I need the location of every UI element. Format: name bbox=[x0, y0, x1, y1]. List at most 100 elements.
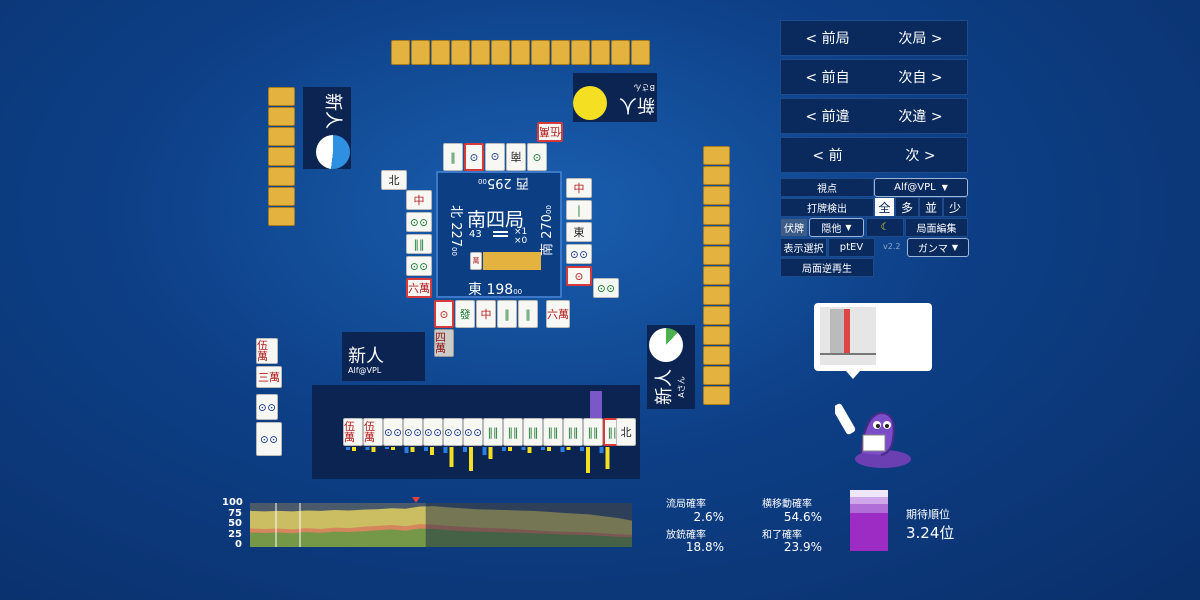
discard-tile: ⊙ bbox=[527, 143, 547, 171]
meld-column-left: 伍萬 三萬 ⊙⊙ ⊙⊙ bbox=[256, 338, 282, 456]
next-button[interactable]: 次 > bbox=[905, 148, 936, 164]
hand-panel: 伍萬伍萬⊙⊙⊙⊙⊙⊙⊙⊙⊙⊙‖‖‖‖‖‖‖‖‖‖‖‖‖‖ 北 bbox=[312, 385, 640, 479]
wall-tile bbox=[703, 146, 730, 165]
top-wall bbox=[391, 40, 651, 65]
deal-nav: < 前違 次違 > bbox=[780, 98, 968, 134]
hand-timer-top-icon bbox=[573, 86, 607, 120]
meld-tile: ⊙⊙ bbox=[256, 394, 278, 420]
mode-all-button[interactable]: 全 bbox=[874, 197, 895, 217]
chart-series-area bbox=[250, 528, 632, 547]
replay-button[interactable]: 局面逆再生 bbox=[780, 258, 874, 277]
hand-tile[interactable]: ‖‖ bbox=[503, 418, 523, 446]
discard-tile-left: 北 bbox=[381, 170, 407, 190]
ryukyoku-value: 2.6% bbox=[693, 510, 725, 524]
eval-bar-blue bbox=[580, 447, 584, 451]
player-name-top: 新人 bbox=[619, 94, 655, 115]
player-name-left: 新人 bbox=[322, 93, 343, 129]
wall-tile bbox=[551, 40, 570, 65]
prev-deal-button[interactable]: < 前違 bbox=[805, 109, 850, 125]
wall-tile bbox=[268, 87, 295, 106]
wall-tile bbox=[631, 40, 650, 65]
wall-tile bbox=[703, 346, 730, 365]
wall-tile bbox=[703, 386, 730, 405]
probability-chart bbox=[250, 503, 632, 547]
prev-button[interactable]: < 前 bbox=[812, 148, 843, 164]
self-nav: < 前自 次自 > bbox=[780, 59, 968, 95]
player-name-bottom: 新人 bbox=[348, 346, 384, 367]
hand-tile[interactable]: ⊙⊙ bbox=[423, 418, 443, 446]
eval-bar-blue bbox=[365, 447, 370, 450]
eval-bar-blue bbox=[463, 447, 467, 452]
hand-tile[interactable]: 伍萬 bbox=[343, 418, 363, 446]
mode-normal-button[interactable]: 並 bbox=[919, 197, 943, 217]
hand-tile[interactable]: ⊙⊙ bbox=[403, 418, 423, 446]
player-tag-top: 新人 Bさん bbox=[573, 73, 657, 122]
ptev-button[interactable]: ptEV bbox=[828, 238, 875, 257]
eval-bar-blue bbox=[541, 447, 545, 450]
selected-tile-marker bbox=[590, 391, 602, 418]
hand-tile[interactable]: ‖‖ bbox=[543, 418, 563, 446]
chart-future-shade bbox=[425, 503, 632, 547]
hand-tile[interactable]: 伍萬 bbox=[363, 418, 383, 446]
player-tag-left: 新人 bbox=[303, 87, 351, 169]
moon-icon: ☾ bbox=[880, 222, 890, 233]
eval-bar-blue bbox=[521, 447, 526, 450]
yokoido-label: 横移動確率 bbox=[762, 499, 812, 510]
discard-tile: ‖ bbox=[443, 143, 463, 171]
viewpoint-select[interactable]: Alf@VPL ▼ bbox=[874, 178, 968, 197]
eval-bar-yellow bbox=[527, 447, 532, 453]
hand-tile[interactable]: ‖‖ bbox=[583, 418, 603, 446]
discard-tile: 發 bbox=[455, 300, 475, 328]
eval-bar-blue bbox=[502, 447, 506, 451]
hand-tile[interactable]: ‖‖ bbox=[523, 418, 543, 446]
player-account-right: Aさん bbox=[677, 376, 686, 398]
score-left: 227 bbox=[447, 222, 463, 248]
mode-few-button[interactable]: 少 bbox=[943, 197, 967, 217]
hand-tile[interactable]: ‖‖ bbox=[483, 418, 503, 446]
expected-rank-label: 期待順位 bbox=[906, 508, 950, 521]
hidden-tiles-select[interactable]: 隠他 ▼ bbox=[809, 218, 864, 237]
edit-board-button[interactable]: 局面編集 bbox=[905, 218, 968, 237]
prev-self-button[interactable]: < 前自 bbox=[805, 70, 850, 86]
houju-label: 放銃確率 bbox=[666, 530, 706, 541]
discard-tile: 中 bbox=[406, 190, 432, 210]
eval-bar-yellow bbox=[449, 447, 454, 467]
hand-tile[interactable]: ⊙⊙ bbox=[463, 418, 483, 446]
hand-tile[interactable]: ⊙⊙ bbox=[443, 418, 463, 446]
next-deal-button[interactable]: 次違 > bbox=[898, 109, 943, 125]
hand-timer-right-icon bbox=[649, 328, 683, 362]
counter-1: ×1 bbox=[514, 227, 528, 237]
eval-bar-yellow bbox=[508, 447, 512, 451]
chart-marker-icon bbox=[412, 497, 420, 503]
rank-segment-1 bbox=[850, 490, 888, 497]
wall-tile bbox=[268, 207, 295, 226]
hand-tiles: 伍萬伍萬⊙⊙⊙⊙⊙⊙⊙⊙⊙⊙‖‖‖‖‖‖‖‖‖‖‖‖‖‖ bbox=[343, 418, 623, 446]
wall-tile bbox=[703, 266, 730, 285]
houju-value: 18.8% bbox=[685, 540, 724, 554]
gamma-select[interactable]: ガンマ ▼ bbox=[907, 238, 969, 257]
discard-tile: ‖‖ bbox=[406, 234, 432, 254]
discard-tile-bottom-extra: 四萬 bbox=[434, 329, 454, 357]
eval-bar-blue bbox=[385, 447, 389, 449]
mode-many-button[interactable]: 多 bbox=[895, 197, 919, 217]
dark-mode-toggle[interactable]: ☾ bbox=[866, 218, 904, 237]
agari-label: 和了確率 bbox=[762, 530, 802, 541]
discard-tile: 東 bbox=[566, 222, 592, 242]
wall-tile bbox=[268, 107, 295, 126]
hand-tile[interactable]: ⊙⊙ bbox=[383, 418, 403, 446]
counter-2: ×0 bbox=[514, 236, 528, 246]
discard-tile: 六萬 bbox=[406, 278, 432, 298]
discard-tile: ⊙⊙ bbox=[406, 256, 432, 276]
discard-tile: 中 bbox=[566, 178, 592, 198]
hand-tile[interactable]: ‖‖ bbox=[563, 418, 583, 446]
discard-tile: ⊙ bbox=[485, 143, 505, 171]
prev-round-button[interactable]: < 前局 bbox=[805, 31, 850, 47]
next-round-button[interactable]: 次局 > bbox=[898, 31, 943, 47]
hidden-tiles-value: 隠他 bbox=[821, 224, 842, 235]
right-wall bbox=[703, 146, 730, 406]
display-select-button[interactable]: 表示選択 bbox=[780, 238, 827, 257]
seat-right: 南 bbox=[539, 242, 555, 256]
next-self-button[interactable]: 次自 > bbox=[898, 70, 943, 86]
drawn-tile[interactable]: 北 bbox=[616, 418, 636, 446]
wall-tile bbox=[511, 40, 530, 65]
